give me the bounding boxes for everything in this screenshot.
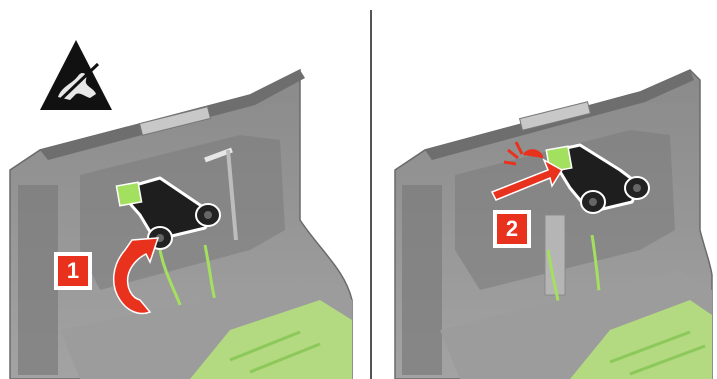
side-wall <box>18 185 58 375</box>
step-2-badge: 2 <box>495 212 529 246</box>
right-panel <box>395 70 712 379</box>
left-panel <box>10 40 352 379</box>
side-wall <box>402 185 442 375</box>
esd-warning-icon <box>40 40 112 110</box>
step-1-badge: 1 <box>56 254 90 288</box>
